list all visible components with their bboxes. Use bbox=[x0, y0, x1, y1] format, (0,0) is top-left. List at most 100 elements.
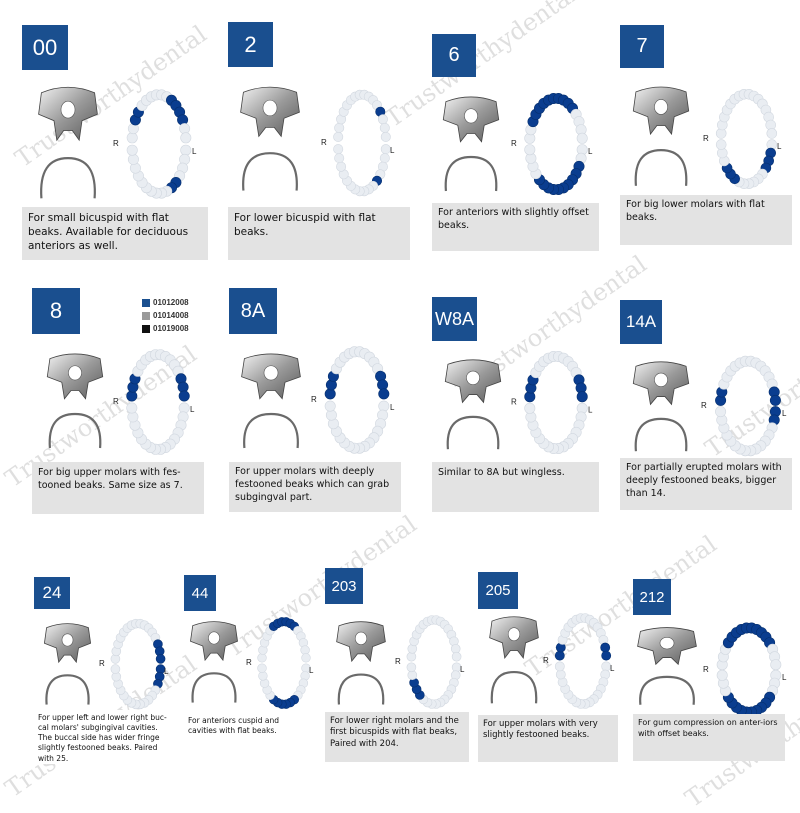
dental-arch-diagram: RL bbox=[113, 349, 195, 455]
side-label-right: R bbox=[701, 401, 707, 410]
tooth bbox=[300, 645, 310, 655]
dental-arch-diagram: RL bbox=[321, 89, 395, 197]
clamp-number-badge: 7 bbox=[620, 25, 664, 68]
tooth bbox=[334, 122, 345, 133]
dental-arch-diagram: RL bbox=[703, 622, 787, 718]
legend-swatch bbox=[142, 311, 150, 320]
side-label-left: L bbox=[777, 142, 782, 151]
clamp-icon bbox=[632, 86, 690, 186]
side-label-left: L bbox=[588, 406, 593, 415]
tooth-highlighted bbox=[378, 388, 390, 400]
side-label-right: R bbox=[99, 659, 105, 668]
clamp-description: For anteriors with slightly offset beaks… bbox=[432, 203, 599, 251]
clamp-number-badge: 2 bbox=[228, 22, 273, 67]
clamp-number-badge: 24 bbox=[34, 577, 70, 609]
tooth bbox=[406, 662, 417, 673]
tooth bbox=[715, 406, 727, 418]
side-label-right: R bbox=[311, 395, 317, 404]
tooth bbox=[126, 132, 138, 144]
side-label-right: R bbox=[113, 397, 119, 406]
clamp-description: For lower bicuspid with flat beaks. bbox=[228, 207, 410, 260]
tooth bbox=[715, 139, 727, 150]
tooth bbox=[179, 123, 191, 135]
clamp-number-badge: 212 bbox=[633, 579, 671, 615]
side-label-left: L bbox=[164, 667, 169, 676]
clamp-number-badge: 205 bbox=[478, 572, 518, 609]
side-label-left: L bbox=[192, 147, 197, 156]
dental-arch-diagram: RL bbox=[511, 93, 593, 196]
tooth bbox=[336, 161, 347, 172]
clamp-icon bbox=[241, 353, 301, 449]
tooth-highlighted bbox=[178, 390, 190, 402]
clamp-number-badge: W8A bbox=[432, 297, 477, 341]
tooth bbox=[110, 664, 121, 674]
clamp-description: Similar to 8A but wingless. bbox=[432, 462, 599, 512]
clamp-number-badge: 14A bbox=[620, 300, 662, 344]
dental-arch-diagram: RL bbox=[246, 617, 314, 709]
side-label-right: R bbox=[246, 658, 252, 667]
clamp-icon bbox=[637, 627, 697, 705]
tooth bbox=[524, 402, 536, 414]
side-label-right: R bbox=[321, 138, 327, 147]
dental-arch-diagram: RL bbox=[113, 89, 197, 199]
clamp-description: For gum compression on anter-iors with o… bbox=[633, 714, 785, 761]
legend-item: 01012008 bbox=[142, 296, 189, 309]
clamp-number-badge: 00 bbox=[22, 25, 68, 70]
clamp-icon bbox=[444, 359, 502, 450]
tooth bbox=[127, 153, 139, 165]
legend-item: 01014008 bbox=[142, 309, 189, 322]
side-label-right: R bbox=[543, 656, 549, 665]
tooth bbox=[450, 643, 461, 654]
clamp-icon bbox=[43, 623, 92, 705]
tooth bbox=[766, 128, 778, 139]
legend-code: 01012008 bbox=[153, 298, 189, 307]
side-label-left: L bbox=[588, 147, 593, 156]
dental-arch-diagram: RL bbox=[511, 351, 593, 455]
tooth bbox=[324, 400, 336, 412]
tooth bbox=[257, 663, 267, 673]
side-label-left: L bbox=[309, 666, 314, 675]
tooth bbox=[180, 132, 192, 144]
legend-code: 01019008 bbox=[153, 324, 189, 333]
tooth bbox=[377, 114, 388, 125]
tooth bbox=[258, 671, 268, 681]
dental-arch-diagram: RL bbox=[703, 89, 782, 189]
clamp-icon bbox=[489, 616, 539, 704]
clamp-number-badge: 203 bbox=[325, 568, 363, 604]
side-label-left: L bbox=[190, 405, 195, 414]
side-label-left: L bbox=[782, 673, 787, 682]
side-label-right: R bbox=[511, 398, 517, 407]
dental-arch-diagram: RL bbox=[99, 618, 169, 710]
tooth bbox=[555, 669, 566, 680]
side-label-left: L bbox=[460, 665, 465, 674]
side-label-left: L bbox=[390, 403, 395, 412]
side-label-left: L bbox=[390, 146, 395, 155]
clamp-description: For partially erupted molars with deeply… bbox=[620, 458, 792, 510]
legend-swatch bbox=[142, 324, 150, 333]
clamp-description: For lower right molars and the first bic… bbox=[325, 712, 469, 762]
clamp-number-badge: 8A bbox=[229, 288, 277, 334]
tooth bbox=[379, 122, 390, 133]
legend-code: 01014008 bbox=[153, 311, 189, 320]
clamp-icon bbox=[38, 86, 98, 199]
clamp-number-badge: 6 bbox=[432, 34, 476, 77]
tooth-highlighted bbox=[769, 394, 781, 406]
tooth bbox=[406, 651, 417, 662]
tooth bbox=[407, 670, 418, 681]
tooth-highlighted bbox=[554, 650, 565, 661]
tooth-highlighted bbox=[600, 642, 611, 653]
side-label-left: L bbox=[610, 664, 615, 673]
side-label-right: R bbox=[511, 139, 517, 148]
tooth bbox=[576, 132, 588, 144]
tooth bbox=[380, 131, 391, 142]
tooth-highlighted bbox=[576, 391, 588, 403]
clamp-description: For big lower molars with flat beaks. bbox=[620, 195, 792, 245]
tooth-highlighted bbox=[601, 650, 612, 661]
legend-item: 01019008 bbox=[142, 322, 189, 335]
clamp-description: For upper molars with very slightly fest… bbox=[478, 715, 618, 762]
side-label-left: L bbox=[782, 409, 787, 418]
side-label-right: R bbox=[703, 665, 709, 674]
side-label-right: R bbox=[703, 134, 709, 143]
tooth-highlighted bbox=[155, 654, 166, 664]
tooth bbox=[334, 153, 345, 164]
